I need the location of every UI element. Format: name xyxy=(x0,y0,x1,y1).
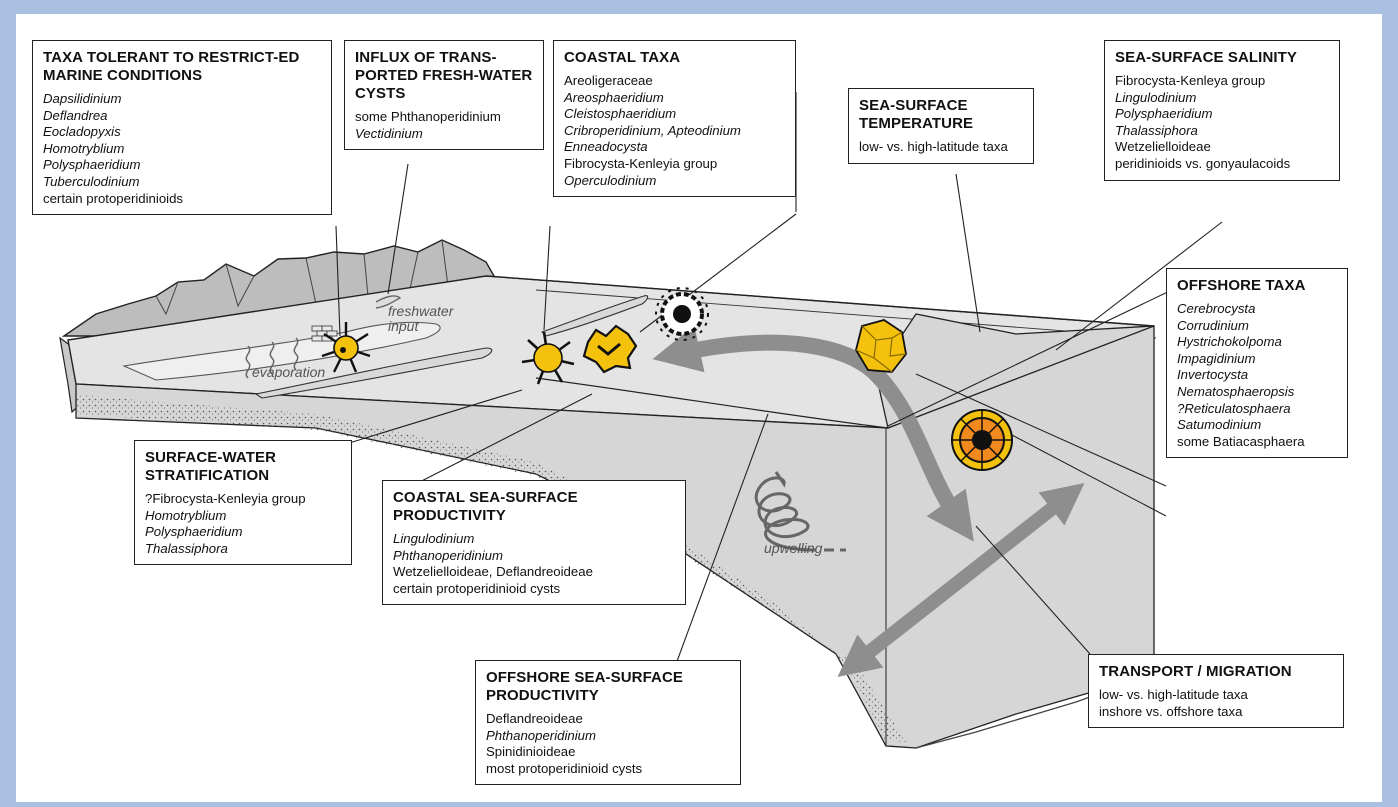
taxa-item: Fibrocysta-Kenleyia group xyxy=(564,156,785,173)
box-title: OFFSHORE TAXA xyxy=(1177,277,1337,295)
taxa-item: Spinidinioideae xyxy=(486,744,730,761)
taxa-item: Tuberculodinium xyxy=(43,174,321,191)
box-sea-surface-temperature: SEA-SURFACE TEMPERATURE low- vs. high-lat… xyxy=(848,88,1034,164)
taxa-item: inshore vs. offshore taxa xyxy=(1099,704,1333,721)
taxa-item: Phthanoperidinium xyxy=(393,548,675,565)
taxa-item: Invertocysta xyxy=(1177,367,1337,384)
taxa-item: Phthanoperidinium xyxy=(486,728,730,745)
box-title: TRANSPORT / MIGRATION xyxy=(1099,663,1333,681)
upwelling-label: upwelling xyxy=(764,540,822,556)
taxa-item: Cleistosphaeridium xyxy=(564,106,785,123)
taxa-item: Satumodinium xyxy=(1177,417,1337,434)
taxa-item: Dapsilidinium xyxy=(43,91,321,108)
diagram-canvas: freshwater input evaporation upwelling T… xyxy=(16,14,1382,802)
taxa-item: most protoperidinioid cysts xyxy=(486,761,730,778)
taxa-item: Hystrichokolpoma xyxy=(1177,334,1337,351)
taxa-item: Wetzelielloideae xyxy=(1115,139,1329,156)
taxa-item: Homotryblium xyxy=(43,141,321,158)
taxa-item: Lingulodinium xyxy=(1115,90,1329,107)
taxa-item: ?Reticulatosphaera xyxy=(1177,401,1337,418)
box-title: OFFSHORE SEA-SURFACE PRODUCTIVITY xyxy=(486,669,730,705)
taxa-item: Impagidinium xyxy=(1177,351,1337,368)
box-coastal-productivity: COASTAL SEA-SURFACE PRODUCTIVITY Lingulod… xyxy=(382,480,686,605)
box-transport-migration: TRANSPORT / MIGRATION low- vs. high-latit… xyxy=(1088,654,1344,728)
evaporation-label: evaporation xyxy=(252,364,325,380)
box-title: SURFACE-WATER STRATIFICATION xyxy=(145,449,341,485)
taxa-item: certain protoperidinioid cysts xyxy=(393,581,675,598)
taxa-item: Enneadocysta xyxy=(564,139,785,156)
taxa-item: Areosphaeridium xyxy=(564,90,785,107)
box-title: SEA-SURFACE TEMPERATURE xyxy=(859,97,1023,133)
taxa-item: peridinioids vs. gonyaulacoids xyxy=(1115,156,1329,173)
taxa-item: Polysphaeridium xyxy=(43,157,321,174)
taxa-item: ?Fibrocysta-Kenleyia group xyxy=(145,491,341,508)
taxa-item: certain protoperidinioids xyxy=(43,191,321,208)
taxa-item: Nematosphaeropsis xyxy=(1177,384,1337,401)
taxa-item: Cerebrocysta xyxy=(1177,301,1337,318)
box-surface-water-stratification: SURFACE-WATER STRATIFICATION ?Fibrocysta-… xyxy=(134,440,352,565)
box-title: COASTAL SEA-SURFACE PRODUCTIVITY xyxy=(393,489,675,525)
box-offshore-productivity: OFFSHORE SEA-SURFACE PRODUCTIVITY Defland… xyxy=(475,660,741,785)
taxa-item: Deflandreoideae xyxy=(486,711,730,728)
taxa-item: Eocladopyxis xyxy=(43,124,321,141)
box-title: TAXA TOLERANT TO RESTRICT-ED MARINE COND… xyxy=(43,49,321,85)
taxa-item: low- vs. high-latitude taxa xyxy=(859,139,1023,156)
box-title: COASTAL TAXA xyxy=(564,49,785,67)
taxa-item: Thalassiphora xyxy=(1115,123,1329,140)
taxa-item: some Batiacasphaera xyxy=(1177,434,1337,451)
taxa-item: Operculodinium xyxy=(564,173,785,190)
box-restricted-marine: TAXA TOLERANT TO RESTRICT-ED MARINE COND… xyxy=(32,40,332,215)
taxa-item: Cribroperidinium, Apteodinium xyxy=(564,123,785,140)
taxa-item: Areoligeraceae xyxy=(564,73,785,90)
taxa-item: Vectidinium xyxy=(355,126,533,143)
taxa-item: Fibrocysta-Kenleya group xyxy=(1115,73,1329,90)
taxa-item: Deflandrea xyxy=(43,108,321,125)
taxa-item: Lingulodinium xyxy=(393,531,675,548)
taxa-item: Thalassiphora xyxy=(145,541,341,558)
taxa-item: Wetzelielloideae, Deflandreoideae xyxy=(393,564,675,581)
box-title: INFLUX OF TRANS-PORTED FRESH-WATER CYSTS xyxy=(355,49,533,103)
box-freshwater-influx: INFLUX OF TRANS-PORTED FRESH-WATER CYSTS… xyxy=(344,40,544,150)
taxa-item: Corrudinium xyxy=(1177,318,1337,335)
box-title: SEA-SURFACE SALINITY xyxy=(1115,49,1329,67)
cyst-offshore-2 xyxy=(952,410,1012,470)
taxa-list: low- vs. high-latitude taxa xyxy=(859,139,1023,156)
taxa-item: Polysphaeridium xyxy=(145,524,341,541)
taxa-item: some Phthanoperidinium xyxy=(355,109,533,126)
box-sea-surface-salinity: SEA-SURFACE SALINITY Fibrocysta-Kenleya g… xyxy=(1104,40,1340,181)
taxa-item: Polysphaeridium xyxy=(1115,106,1329,123)
taxa-item: Homotryblium xyxy=(145,508,341,525)
freshwater-label: freshwater input xyxy=(388,304,478,334)
taxa-item: low- vs. high-latitude taxa xyxy=(1099,687,1333,704)
